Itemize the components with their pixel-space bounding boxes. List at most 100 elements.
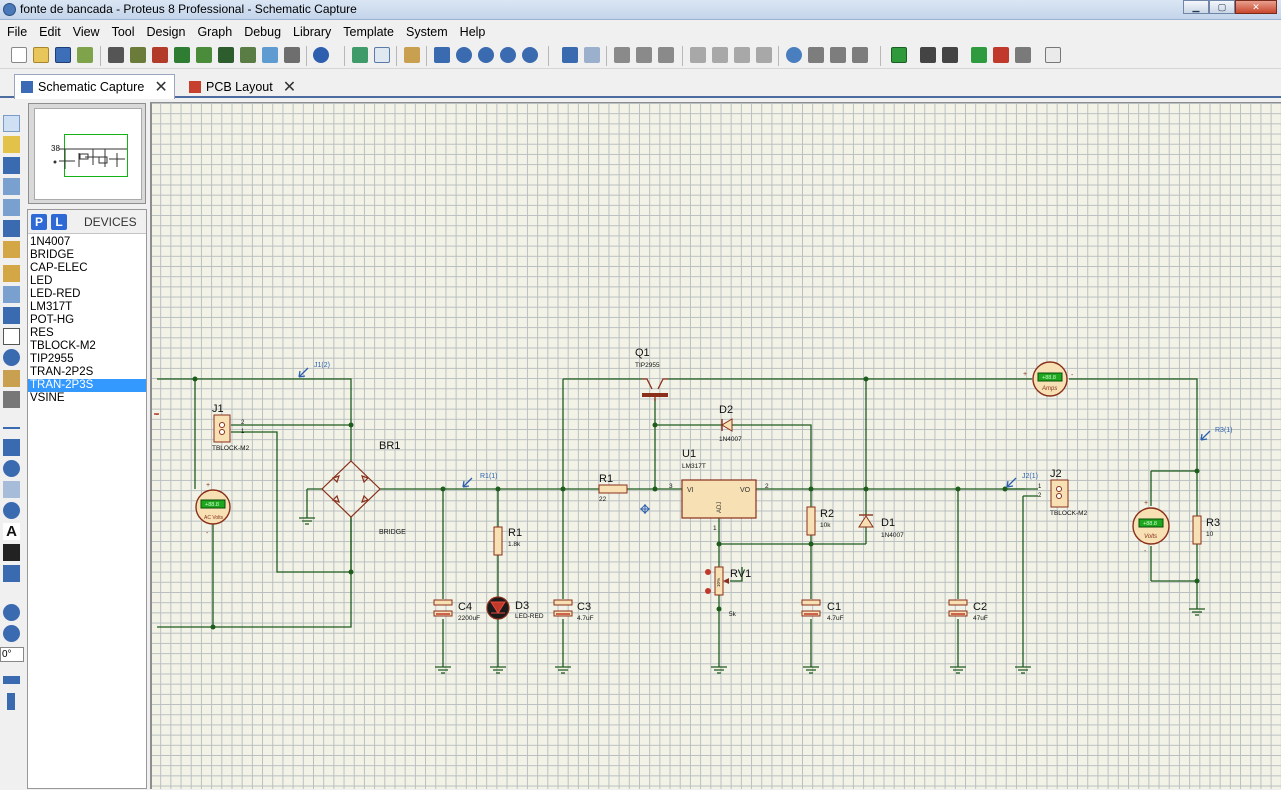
menu-help[interactable]: Help (459, 25, 486, 39)
menu-file[interactable]: File (7, 25, 28, 39)
device-item[interactable]: RES (30, 327, 54, 339)
dc-ammeter[interactable]: +88.8 Amps + - (1023, 361, 1074, 397)
design-explorer-icon[interactable] (218, 47, 234, 63)
menu-edit[interactable]: Edit (39, 25, 61, 39)
marker-tool-icon[interactable] (3, 565, 20, 582)
help-icon[interactable] (313, 47, 329, 63)
proteus-app-icon[interactable] (3, 3, 16, 16)
origin-icon[interactable] (404, 47, 420, 63)
c1-capacitor[interactable] (801, 599, 821, 617)
ac-voltmeter[interactable]: +88.8 AC Volts + - (195, 482, 231, 537)
device-pins-icon[interactable] (3, 286, 20, 303)
device-item[interactable]: 1N4007 (30, 236, 71, 248)
device-item[interactable]: VSINE (30, 392, 65, 404)
exit-to-parent-icon[interactable] (1015, 47, 1031, 63)
save-icon[interactable] (55, 47, 71, 63)
q1-transistor[interactable] (642, 378, 668, 401)
block-rotate-icon[interactable] (734, 47, 750, 63)
redo-icon[interactable] (584, 47, 600, 63)
circle-tool-icon[interactable] (3, 460, 20, 477)
mirror-x-icon[interactable] (3, 676, 20, 684)
overview-window[interactable]: 38 (28, 103, 146, 204)
selection-mode-icon[interactable] (3, 115, 20, 132)
tab-schematic-capture[interactable]: Schematic Capture ✕ (14, 74, 175, 99)
3d-view-icon[interactable] (174, 47, 190, 63)
j2-terminal-block[interactable] (1050, 479, 1069, 508)
rv1-potentiometer[interactable] (705, 566, 729, 596)
block-delete-icon[interactable] (756, 47, 772, 63)
voltage-probes[interactable] (298, 367, 1211, 488)
device-item[interactable]: LM317T (30, 301, 73, 313)
device-item[interactable]: TRAN-2P2S (30, 366, 94, 378)
junction-dot-icon[interactable] (3, 157, 20, 174)
graph-mode-icon[interactable] (3, 307, 20, 324)
subcircuit-icon[interactable] (3, 241, 20, 258)
new-file-icon[interactable] (11, 47, 27, 63)
electrical-rule-check-icon[interactable] (1045, 47, 1061, 63)
menu-system[interactable]: System (405, 25, 448, 39)
gerber-icon[interactable] (196, 47, 212, 63)
device-item[interactable]: TBLOCK-M2 (30, 340, 96, 352)
rotate-anticlockwise-icon[interactable] (3, 625, 20, 642)
device-item-selected[interactable]: TRAN-2P3S (28, 379, 146, 392)
r2-resistor[interactable] (806, 506, 816, 536)
menu-template[interactable]: Template (343, 25, 394, 39)
arc-tool-icon[interactable] (3, 481, 20, 498)
text-script-icon[interactable] (3, 199, 20, 216)
generator-icon[interactable] (3, 349, 20, 366)
grid-toggle-icon[interactable] (374, 47, 390, 63)
device-item[interactable]: POT-HG (30, 314, 75, 326)
schematic-drawing[interactable]: J1(2) R1(1) J2(1) R3(1) J1 TBLOCK-M2 2 1… (152, 103, 1281, 790)
library-icon[interactable] (284, 47, 300, 63)
paste-icon[interactable] (658, 47, 674, 63)
device-item[interactable]: TIP2955 (30, 353, 74, 365)
pan-icon[interactable] (434, 47, 450, 63)
make-device-icon[interactable] (808, 47, 824, 63)
source-code-icon[interactable] (262, 47, 278, 63)
copy-icon[interactable] (636, 47, 652, 63)
r3-resistor[interactable] (1192, 515, 1202, 545)
device-item[interactable]: LED (30, 275, 53, 287)
library-manager-button[interactable]: L (51, 214, 67, 230)
open-file-icon[interactable] (33, 47, 49, 63)
menu-library[interactable]: Library (293, 25, 332, 39)
menu-debug[interactable]: Debug (244, 25, 282, 39)
wire-autorouter-icon[interactable] (891, 47, 907, 63)
tab-pcb-layout[interactable]: PCB Layout ✕ (183, 74, 302, 99)
device-item[interactable]: LED-RED (30, 288, 81, 300)
terminals-icon[interactable] (3, 265, 20, 282)
j1-terminal-block[interactable] (213, 414, 231, 443)
dc-voltmeter[interactable]: +88.8 Volts + - (1132, 500, 1170, 555)
r1-led-resistor[interactable] (493, 526, 503, 556)
path-tool-icon[interactable] (3, 502, 20, 519)
close-window-button[interactable]: ✕ (1235, 0, 1277, 14)
symbol-tool-icon[interactable] (3, 544, 20, 561)
cut-icon[interactable] (614, 47, 630, 63)
voltage-probe-icon[interactable] (3, 370, 20, 387)
zoom-all-icon[interactable] (500, 47, 516, 63)
virtual-instruments-icon[interactable] (3, 391, 20, 408)
zoom-in-icon[interactable] (456, 47, 472, 63)
import-icon[interactable] (77, 47, 93, 63)
br1-bridge-rectifier[interactable] (321, 460, 381, 518)
d2-diode[interactable] (721, 418, 733, 432)
menu-view[interactable]: View (72, 25, 100, 39)
c2-capacitor[interactable] (948, 599, 968, 617)
zoom-area-icon[interactable] (522, 47, 538, 63)
device-item[interactable]: CAP-ELEC (30, 262, 88, 274)
remove-sheet-icon[interactable] (993, 47, 1009, 63)
rotation-angle-field[interactable]: 0° (0, 647, 24, 662)
c3-capacitor[interactable] (553, 599, 573, 617)
close-tab-icon[interactable]: ✕ (154, 79, 168, 96)
undo-icon[interactable] (562, 47, 578, 63)
block-copy-icon[interactable] (690, 47, 706, 63)
buses-icon[interactable] (3, 220, 20, 237)
schematic-canvas[interactable]: J1(2) R1(1) J2(1) R3(1) J1 TBLOCK-M2 2 1… (150, 102, 1281, 789)
maximize-button[interactable]: ▢ (1209, 0, 1235, 14)
r1-series-resistor[interactable] (598, 484, 628, 494)
new-sheet-icon[interactable] (971, 47, 987, 63)
rotate-clockwise-icon[interactable] (3, 604, 20, 621)
schematic-icon[interactable] (130, 47, 146, 63)
packaging-tool-icon[interactable] (830, 47, 846, 63)
box-tool-icon[interactable] (3, 439, 20, 456)
